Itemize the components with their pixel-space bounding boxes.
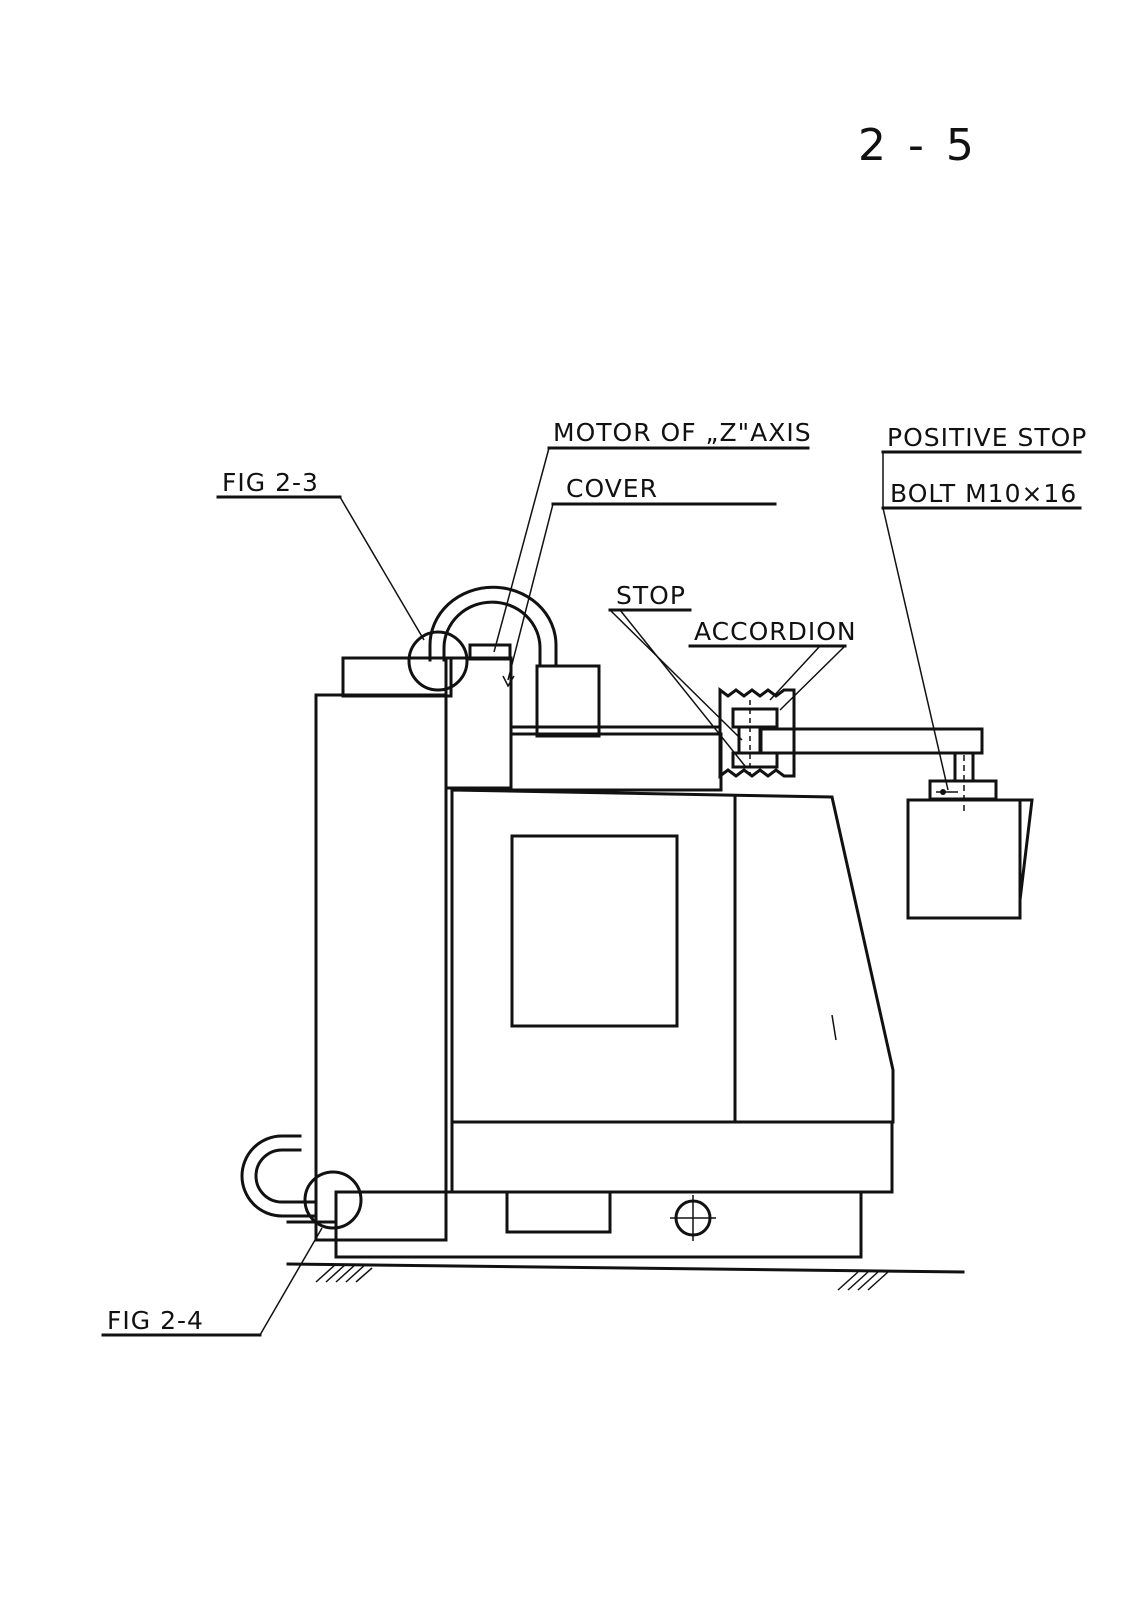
accordion-bellows <box>718 687 796 779</box>
label-fig-2-4: FIG 2-4 <box>107 1306 204 1335</box>
label-motor-z-axis: MOTOR OF „Z"AXIS <box>553 418 812 447</box>
floor <box>286 1262 965 1291</box>
motor-housing <box>535 664 601 738</box>
support-arm <box>758 727 984 755</box>
detail-circle-fig-2-3 <box>407 630 469 692</box>
page-number: 2 - 5 <box>858 120 978 171</box>
machine-column <box>314 656 453 1242</box>
label-fig-2-3: FIG 2-3 <box>222 468 319 497</box>
label-stop: STOP <box>616 581 686 610</box>
machine-enclosure <box>450 788 895 1124</box>
machine-window <box>510 834 679 1028</box>
cable-loop-top <box>428 585 558 666</box>
leader-lines <box>259 447 949 1336</box>
label-bolt: BOLT M10×16 <box>890 479 1077 508</box>
label-positive-stop: POSITIVE STOP <box>887 423 1087 452</box>
machine-bed <box>334 1120 894 1259</box>
label-accordion: ACCORDION <box>694 617 857 646</box>
cable-loop-bottom <box>240 1134 338 1224</box>
positive-stop-block <box>906 798 1034 920</box>
label-cover: COVER <box>566 474 658 503</box>
detail-circle-fig-2-4 <box>303 1170 363 1230</box>
positive-stop-bolt <box>928 751 998 815</box>
leveling-screw-symbol <box>670 1195 716 1241</box>
z-axis-motor <box>444 643 513 790</box>
